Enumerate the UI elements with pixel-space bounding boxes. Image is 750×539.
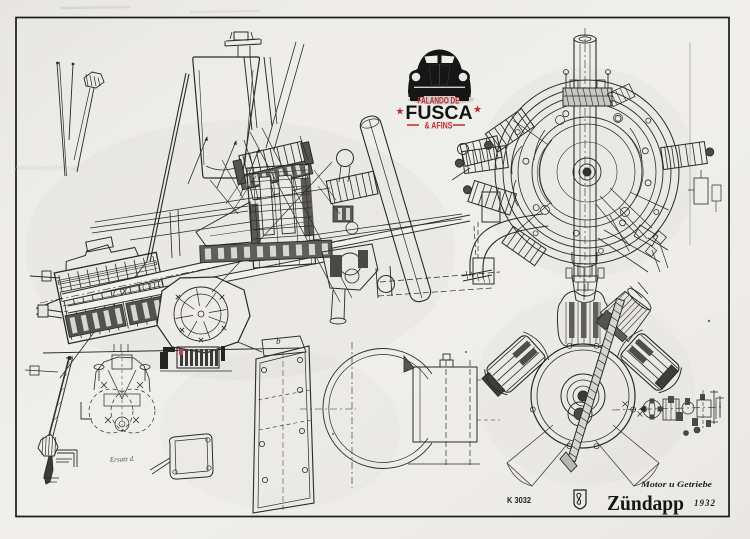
svg-text:Ersatz d.: Ersatz d. [109, 455, 136, 464]
svg-text:Zündapp: Zündapp [607, 491, 684, 515]
svg-text:FUSCA: FUSCA [405, 102, 472, 124]
svg-text:K 3032: K 3032 [507, 496, 532, 505]
svg-text:www.falandodefusca: www.falandodefusca [13, 165, 78, 172]
svg-text:★: ★ [473, 105, 482, 116]
svg-text:1932: 1932 [694, 498, 716, 508]
svg-text:b: b [276, 336, 281, 346]
svg-text:FALANDO DE: FALANDO DE [418, 96, 460, 106]
svg-text:★: ★ [396, 107, 405, 118]
svg-text:Motor u Getriebe: Motor u Getriebe [640, 479, 712, 489]
svg-text:& AFINS: & AFINS [425, 121, 453, 131]
